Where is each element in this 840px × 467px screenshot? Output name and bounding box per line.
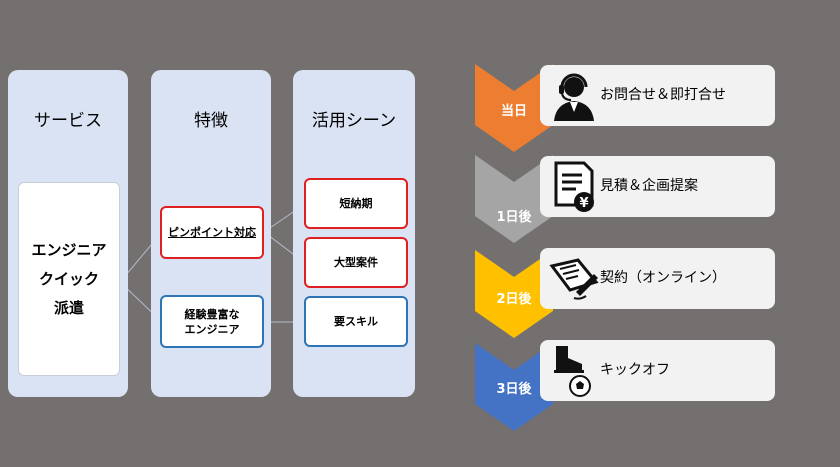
- chevron-label-day0: 当日: [500, 104, 527, 119]
- chevron-label-day3: 3日後: [496, 382, 532, 397]
- service-box-line: 派遣: [53, 298, 84, 317]
- scenes-column: 活用シーン: [293, 70, 415, 397]
- step-card-day0: お問合せ＆即打合せ: [540, 65, 775, 126]
- feature-tag-experienced: 経験豊富な エンジニア: [160, 295, 264, 348]
- chevron-step-day1: [475, 155, 553, 243]
- soccer-kickoff-icon: [554, 346, 591, 397]
- step-text-day0: お問合せ＆即打合せ: [600, 87, 726, 103]
- scene-tag-large-project: 大型案件: [304, 237, 408, 288]
- feature-tag-line: エンジニア: [184, 322, 240, 336]
- service-box-line: エンジニア: [31, 240, 107, 259]
- chevron-shape: [475, 155, 553, 243]
- chevron-label-day2: 2日後: [496, 292, 532, 307]
- chevron-shape: [475, 250, 553, 338]
- scene-tag-label: 大型案件: [334, 256, 378, 269]
- step-text-day2: 契約（オンライン）: [600, 270, 726, 286]
- feature-tag-line: ピンポイント対応: [168, 226, 256, 239]
- features-column-title: 特徴: [194, 111, 228, 131]
- feature-tag-pinpoint: ピンポイント対応: [160, 206, 264, 259]
- contract-signing-icon: [549, 258, 599, 300]
- document-yen-icon: ¥: [554, 161, 594, 212]
- svg-text:¥: ¥: [579, 196, 588, 211]
- scene-tag-label: 要スキル: [334, 315, 378, 328]
- chevron-shape: [475, 343, 553, 431]
- chevron-label-day1: 1日後: [496, 210, 532, 225]
- chevron-step-day0: [475, 64, 553, 152]
- feature-tag-line: 経験豊富な: [184, 307, 240, 321]
- scene-tag-skill-required: 要スキル: [304, 296, 408, 347]
- step-card-day3: キックオフ: [540, 340, 775, 401]
- chevron-step-day2: [475, 250, 553, 338]
- step-text-day3: キックオフ: [600, 362, 670, 378]
- step-card-day2: 契約（オンライン）: [540, 248, 775, 309]
- service-box-line: クイック: [38, 269, 99, 288]
- scenes-column-title: 活用シーン: [311, 111, 397, 131]
- service-column: サービス エンジニア クイック 派遣: [8, 70, 128, 397]
- step-text-day1: 見積＆企画提案: [600, 178, 698, 194]
- chevron-shape: [475, 64, 553, 152]
- scene-tag-label: 短納期: [339, 197, 373, 210]
- scene-tag-short-deadline: 短納期: [304, 178, 408, 229]
- service-column-title: サービス: [34, 111, 102, 131]
- step-card-day1: ¥ 見積＆企画提案: [540, 156, 775, 217]
- service-box: エンジニア クイック 派遣: [18, 182, 120, 376]
- chevron-step-day3: [475, 343, 553, 431]
- operator-headset-icon: [554, 73, 594, 121]
